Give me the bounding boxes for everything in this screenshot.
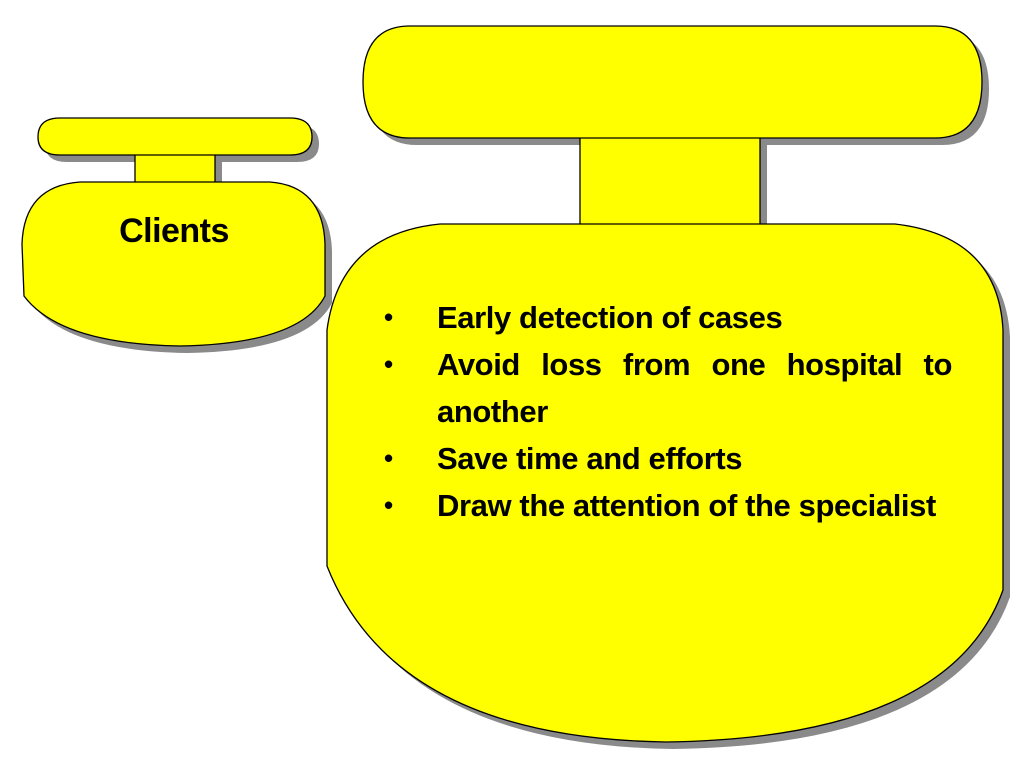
small-cap-bar — [37, 117, 313, 156]
clients-title: Clients — [119, 212, 229, 250]
benefits-list: • Early detection of cases • Avoid loss fr… — [384, 294, 952, 529]
bullet-text: Draw the attention of the specialist — [437, 488, 936, 523]
list-item: • Save time and efforts — [384, 435, 952, 482]
bullet-icon: • — [384, 443, 393, 473]
list-item: • Draw the attention of the specialist — [384, 482, 952, 529]
list-item: • Early detection of cases — [384, 294, 952, 341]
bullet-icon: • — [384, 302, 393, 332]
bullet-text: Save time and efforts — [437, 441, 743, 476]
bullet-icon: • — [384, 349, 393, 379]
small-connector-stem — [134, 152, 216, 186]
bullet-text: Early detection of cases — [437, 300, 783, 335]
big-connector-stem — [579, 135, 761, 227]
list-item: • Avoid loss from one hospital to another — [384, 341, 952, 435]
bullet-icon: • — [384, 490, 393, 520]
clients-shape — [21, 181, 326, 347]
big-cap-bar — [362, 25, 983, 139]
bullet-text: Avoid loss from one hospital to another — [437, 347, 952, 429]
